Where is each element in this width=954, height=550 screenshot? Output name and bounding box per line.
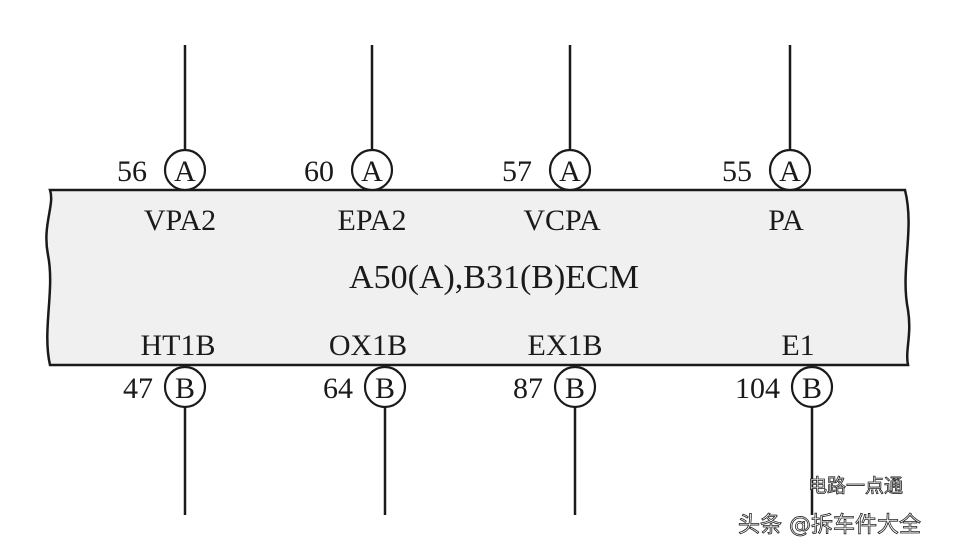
connector-letter: A — [559, 155, 581, 188]
connector-letter: A — [174, 155, 196, 188]
signal-name: VCPA — [523, 204, 601, 237]
watermark-line1: 电路一点通 — [808, 475, 903, 497]
connector-letter: B — [565, 372, 585, 405]
connector-circle — [790, 365, 834, 409]
pin-number: 57 — [502, 155, 532, 188]
pin-number: 64 — [323, 372, 353, 405]
connector-circle — [553, 365, 597, 409]
pin-number: 56 — [117, 155, 147, 188]
signal-name: VPA2 — [144, 204, 216, 237]
bottom-pin: B 64 OX1B — [323, 329, 407, 515]
signal-name: EX1B — [528, 329, 603, 362]
signal-name: E1 — [781, 329, 814, 362]
connector-circle — [163, 148, 207, 192]
connector-letter: B — [375, 372, 395, 405]
connector-letter: A — [779, 155, 801, 188]
bottom-pin: B 47 HT1B — [123, 329, 216, 515]
connector-circle — [768, 148, 812, 192]
watermark: 电路一点通 头条 @拆车件大全 — [738, 475, 922, 539]
ecm-title: A50(A),B31(B)ECM — [349, 259, 639, 296]
signal-name: OX1B — [329, 329, 407, 362]
ecm-body — [45, 188, 911, 367]
pin-number: 104 — [735, 372, 780, 405]
pin-number: 47 — [123, 372, 153, 405]
pin-number: 60 — [304, 155, 334, 188]
connector-circle — [363, 365, 407, 409]
pin-number: 87 — [513, 372, 543, 405]
connector-circle — [350, 148, 394, 192]
signal-name: PA — [768, 204, 804, 237]
connector-circle — [163, 365, 207, 409]
signal-name: EPA2 — [338, 204, 407, 237]
connector-letter: B — [175, 372, 195, 405]
connector-letter: A — [361, 155, 383, 188]
bottom-pin: B 87 EX1B — [513, 329, 603, 515]
pin-number: 55 — [722, 155, 752, 188]
connector-circle — [548, 148, 592, 192]
signal-name: HT1B — [141, 329, 216, 362]
connector-letter: B — [802, 372, 822, 405]
watermark-line2: 头条 @拆车件大全 — [738, 513, 921, 538]
